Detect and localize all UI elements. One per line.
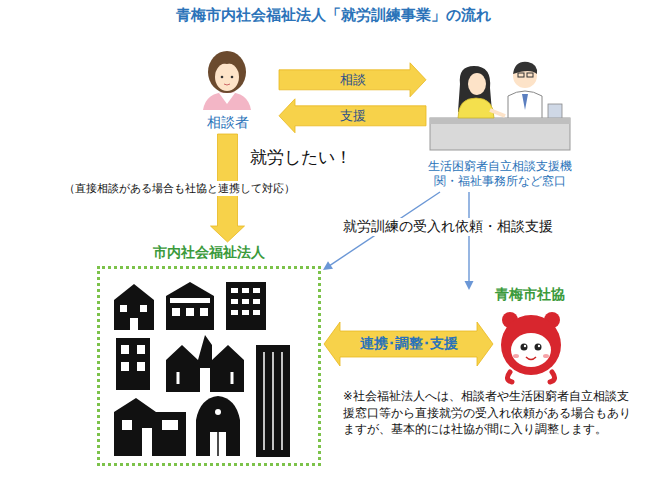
block-arrow — [324, 322, 493, 366]
block-arrow — [279, 63, 426, 97]
edge-label: 支援 — [340, 107, 366, 125]
arrow-shape — [279, 63, 426, 97]
edge-label: 就労したい！ — [250, 146, 352, 169]
corporations-group: 市内社会福祉法人 — [97, 244, 321, 466]
node-text: 青梅市社協 — [457, 286, 603, 304]
node-text: 生活困窮者自立相談支援機関・福祉事務所など窓口 — [420, 159, 580, 190]
arrow-head — [323, 261, 333, 270]
person-node: 相談者 — [180, 42, 275, 132]
edge-label: 就労訓練の受入れ依頼・相談支援 — [341, 218, 555, 236]
flow-arrow — [465, 192, 474, 290]
diagram-title: 青梅市内社会福祉法人「就労訓練事業」の流れ — [0, 6, 666, 25]
node-text: 市内社会福祉法人 — [97, 244, 321, 262]
person-icon — [203, 51, 251, 110]
edge-label: 相談 — [340, 71, 366, 89]
mascot-character — [501, 312, 561, 382]
counter-illustration — [430, 62, 570, 150]
arrow-head — [465, 281, 474, 290]
note-text: （直接相談がある場合も社協と連携して対応） — [62, 181, 297, 196]
arrow-line — [468, 192, 469, 282]
council-node: 青梅市社協 — [457, 286, 603, 386]
arrow-shape — [279, 99, 426, 133]
arrow-shape — [324, 322, 493, 366]
building-silhouettes — [114, 282, 290, 457]
block-arrow — [279, 99, 426, 133]
node-text: 相談者 — [207, 114, 249, 132]
edge-label: 連携･調整･支援 — [360, 335, 458, 353]
dotted-outline — [97, 266, 321, 466]
note-text: ※社会福祉法人へは、相談者や生活困窮者自立相談支援窓口等から直接就労の受入れ依頼… — [343, 388, 633, 438]
counter-node: 生活困窮者自立相談支援機関・福祉事務所など窓口 — [410, 40, 590, 190]
